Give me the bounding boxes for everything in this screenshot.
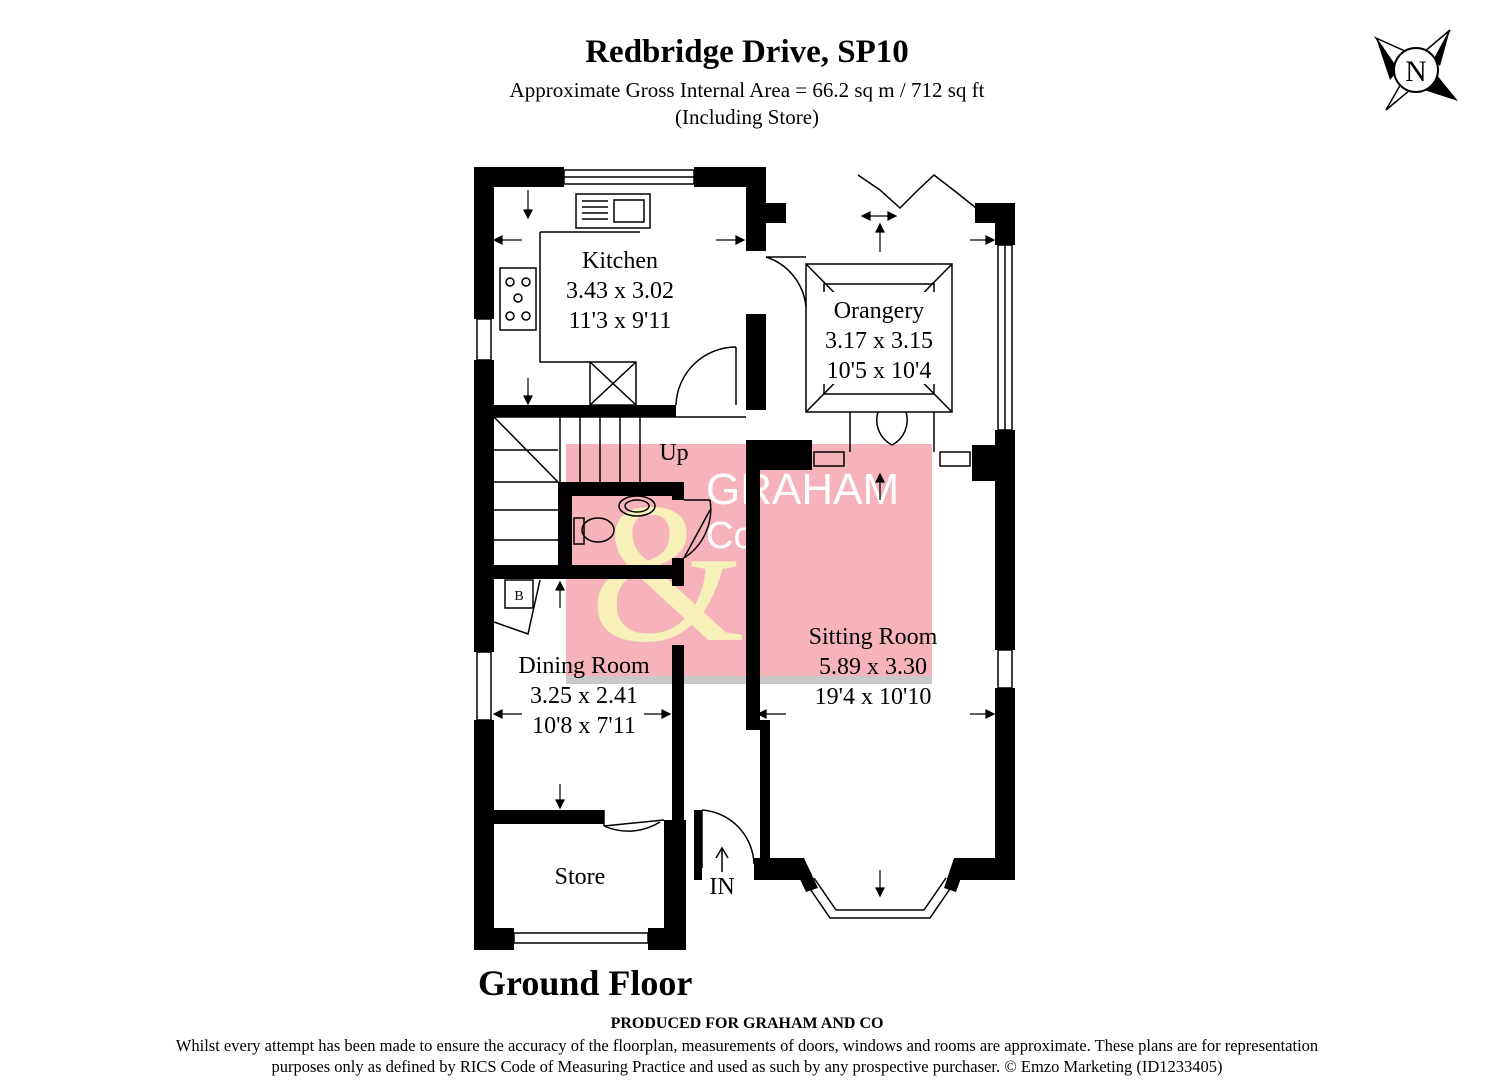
disclaimer-line-2: purposes only as defined by RICS Code of… [271, 1057, 1223, 1076]
dining-imperial: 10'8 x 7'11 [532, 713, 636, 739]
sitting-name: Sitting Room [809, 624, 938, 650]
room-store: Store [555, 864, 606, 890]
watermark-line1: GRAHAM [706, 465, 899, 514]
walls [474, 167, 1015, 950]
orangery-metric: 3.17 x 3.15 [825, 328, 933, 354]
orangery-imperial: 10'5 x 10'4 [827, 358, 932, 384]
gross-area: Approximate Gross Internal Area = 66.2 s… [509, 78, 985, 102]
dining-name: Dining Room [518, 653, 650, 679]
produced-for: PRODUCED FOR GRAHAM AND CO [610, 1015, 884, 1032]
sitting-imperial: 19'4 x 10'10 [815, 684, 932, 710]
entrance-label: IN [709, 874, 734, 900]
compass-north-label: N [1405, 55, 1427, 88]
disclaimer-line-1: Whilst every attempt has been made to en… [175, 1036, 1319, 1055]
kitchen-name: Kitchen [582, 248, 658, 274]
room-orangery: Orangery 3.17 x 3.15 10'5 x 10'4 [820, 292, 938, 384]
fixtures [476, 169, 1013, 944]
room-dining: Dining Room 3.25 x 2.41 10'8 x 7'11 [518, 653, 650, 739]
kitchen-imperial: 11'3 x 9'11 [569, 308, 672, 334]
dimension-arrows [492, 190, 996, 898]
orangery-name: Orangery [834, 298, 925, 324]
room-kitchen: Kitchen 3.43 x 3.02 11'3 x 9'11 [566, 248, 674, 334]
sitting-metric: 5.89 x 3.30 [819, 654, 927, 680]
stairs-up-label: Up [659, 440, 688, 466]
area-note: (Including Store) [674, 105, 820, 129]
store-name: Store [555, 864, 606, 890]
plan-title: Redbridge Drive, SP10 [585, 34, 909, 70]
boiler-label: B [514, 589, 523, 604]
room-sitting: Sitting Room 5.89 x 3.30 19'4 x 10'10 [809, 624, 938, 710]
north-compass-icon: N [1373, 29, 1458, 111]
kitchen-metric: 3.43 x 3.02 [566, 278, 674, 304]
disclaimer: Whilst every attempt has been made to en… [90, 1035, 1404, 1077]
floor-name: Ground Floor [478, 963, 693, 1003]
dining-metric: 3.25 x 2.41 [530, 683, 638, 709]
